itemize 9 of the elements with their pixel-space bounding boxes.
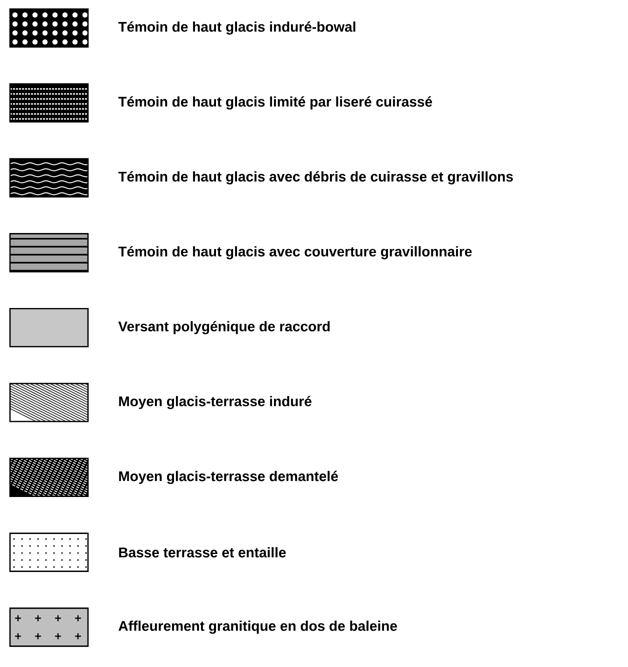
legend-text: Moyen glacis-terrasse demantelé <box>119 470 338 484</box>
legend-text: Témoin de haut glacis avec couverture gravillonnaire <box>118 246 472 260</box>
legend-text: Témoin de haut glacis limité par liseré cuirassé <box>118 96 432 110</box>
legend-text: Témoin de haut glacis avec débris de cuirasse et gravillons <box>118 171 513 184</box>
legend-text: Moyen glacis-terrasse induré <box>119 396 312 410</box>
legend-text: Basse terrasse et entaille <box>119 547 286 558</box>
legend-text: Affleurement granitique en dos de baleine <box>118 620 397 634</box>
legend-text: Versant polygénique de raccord <box>118 320 330 334</box>
legend-text: Témoin de haut glacis induré-bowal <box>118 21 356 35</box>
